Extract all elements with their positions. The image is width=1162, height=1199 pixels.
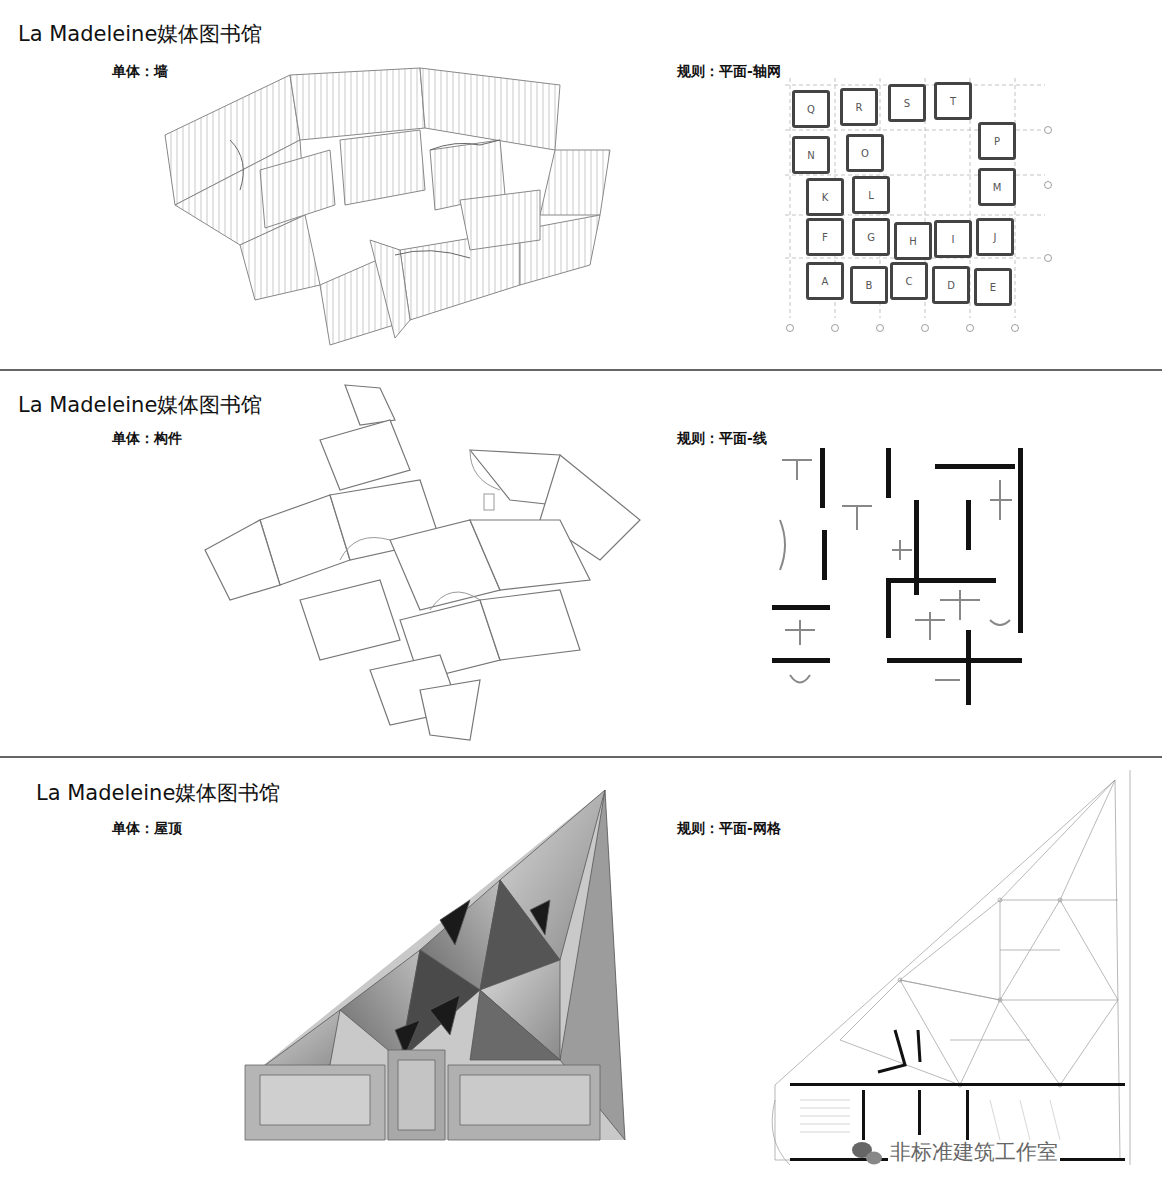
cell-letter: Q	[807, 104, 815, 115]
cell-letter: J	[994, 232, 997, 243]
plan-cell: L	[852, 176, 890, 214]
watermark: 非标准建筑工作室	[888, 1140, 1060, 1164]
panel-title-wrap: La Madeleine媒体图书馆	[18, 20, 262, 48]
plan-cell: K	[806, 178, 844, 216]
cell-letter: N	[807, 150, 814, 161]
plan-cell: M	[978, 168, 1016, 206]
cell-letter: B	[866, 280, 873, 291]
unit-label: 单体：构件	[112, 430, 182, 446]
rule-label: 规则：平面-轴网	[677, 63, 781, 79]
cell-letter: D	[947, 280, 955, 291]
plan-cell: R	[840, 88, 878, 126]
plan-cell: J	[976, 218, 1014, 256]
plan-cell: P	[978, 122, 1016, 160]
panel-title: La Madeleine媒体图书馆	[18, 393, 262, 417]
cell-letter: H	[909, 236, 917, 247]
plan-cell: S	[888, 84, 926, 122]
cell-letter: P	[994, 136, 1000, 147]
cell-letter: L	[868, 190, 874, 201]
plan-cell: C	[890, 262, 928, 300]
cell-letter: F	[822, 232, 828, 243]
plan-cell: D	[932, 266, 970, 304]
cell-letter: O	[861, 148, 869, 159]
plan-cell: N	[792, 136, 830, 174]
plan-cell: Q	[792, 90, 830, 128]
panel-title: La Madeleine媒体图书馆	[36, 781, 280, 805]
unit-label-wrap: 单体：屋顶	[112, 818, 182, 838]
plan-cell: E	[974, 268, 1012, 306]
cell-letter: C	[906, 276, 913, 287]
cell-letter: S	[904, 98, 910, 109]
cell-letter: E	[990, 282, 996, 293]
rule-label: 规则：平面-线	[677, 430, 767, 446]
plan-cell: G	[852, 218, 890, 256]
cell-letter: G	[867, 232, 875, 243]
unit-label-wrap: 单体：墙	[112, 61, 168, 81]
cell-letter: K	[822, 192, 829, 203]
rule-label: 规则：平面-网格	[677, 820, 781, 836]
panel-title: La Madeleine媒体图书馆	[18, 22, 262, 46]
cell-letter: T	[950, 96, 956, 107]
plan-cell: I	[934, 220, 972, 258]
cell-letter: A	[822, 276, 829, 287]
plan-cell: B	[850, 266, 888, 304]
panel-title-wrap: La Madeleine媒体图书馆	[18, 391, 262, 419]
unit-label: 单体：屋顶	[112, 820, 182, 836]
panel-title-wrap: La Madeleine媒体图书馆	[36, 779, 280, 807]
plan-cell: H	[894, 222, 932, 260]
watermark-wrap: 非标准建筑工作室	[888, 1138, 1060, 1166]
cell-letter: M	[993, 182, 1002, 193]
rule-label-wrap: 规则：平面-轴网	[677, 61, 781, 81]
rule-label-wrap: 规则：平面-网格	[677, 818, 781, 838]
plan-cell: A	[806, 262, 844, 300]
unit-label: 单体：墙	[112, 63, 168, 79]
cell-letter: R	[856, 102, 863, 113]
cell-letter: I	[952, 234, 955, 245]
plan-cell: T	[934, 82, 972, 120]
plan-cell: F	[806, 218, 844, 256]
rule-label-wrap: 规则：平面-线	[677, 428, 767, 448]
plan-cell: O	[846, 134, 884, 172]
unit-label-wrap: 单体：构件	[112, 428, 182, 448]
